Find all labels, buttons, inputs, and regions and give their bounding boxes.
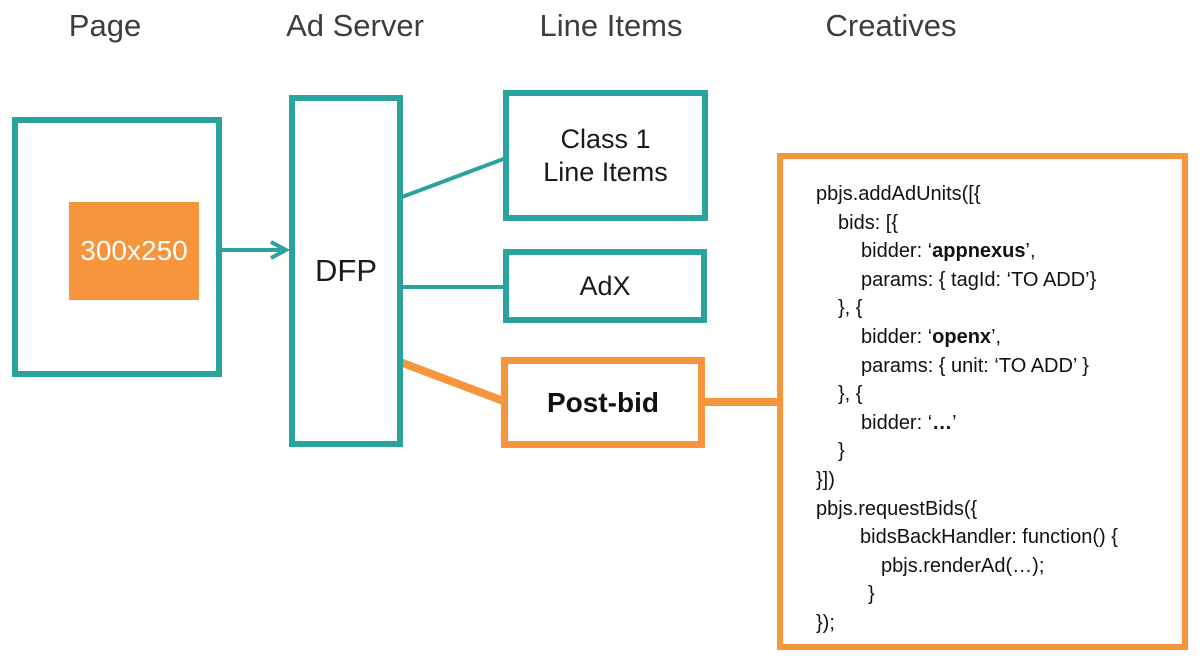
ad-slot-label: 300x250	[80, 235, 188, 266]
code-line: params: { tagId: ‘TO ADD’}	[861, 268, 1097, 291]
code-line: }, {	[838, 383, 863, 406]
code-line: bidder: ‘openx’,	[861, 325, 1002, 348]
code-line: pbjs.addAdUnits([{	[816, 183, 981, 205]
adx-box: AdX	[503, 249, 707, 323]
column-header-creatives: Creatives	[825, 8, 957, 43]
ad-slot-300x250: 300x250	[69, 202, 199, 300]
code-line: }	[838, 440, 845, 463]
connector-dfp-to-postbid	[398, 358, 508, 406]
code-line: bidder: ‘appnexus’,	[861, 240, 1036, 263]
dfp-label: DFP	[315, 253, 377, 288]
creatives-code-lines: pbjs.addAdUnits([{ bids: [{ bidder: ‘appne…	[783, 180, 1174, 638]
class1-label-line2: Line Items	[543, 156, 668, 187]
column-header-ad-server: Ad Server	[286, 8, 424, 43]
code-line: });	[816, 611, 835, 634]
creatives-code-box: pbjs.addAdUnits([{ bids: [{ bidder: ‘appne…	[777, 153, 1188, 650]
code-line: }	[868, 583, 875, 606]
code-line: bidder: ‘…’	[861, 411, 957, 434]
code-line: pbjs.requestBids({	[816, 497, 978, 520]
class1-label-line1: Class 1	[560, 123, 651, 154]
adx-label: AdX	[579, 270, 631, 301]
postbid-label: Post-bid	[547, 386, 659, 418]
connector-dfp-to-class1	[401, 156, 507, 199]
column-header-line-items: Line Items	[539, 8, 683, 43]
class1-label: Class 1 Line Items	[543, 123, 668, 189]
column-header-page: Page	[68, 8, 142, 43]
code-line: }])	[816, 468, 835, 491]
code-line: params: { unit: ‘TO ADD’ }	[861, 354, 1089, 377]
code-line: bids: [{	[838, 211, 899, 234]
arrow-right-icon	[270, 240, 291, 260]
dfp-box: DFP	[289, 95, 403, 447]
code-line: pbjs.renderAd(…);	[881, 554, 1045, 577]
class1-line-items-box: Class 1 Line Items	[503, 90, 708, 221]
postbid-box: Post-bid	[501, 357, 705, 448]
code-line: }, {	[838, 297, 863, 320]
code-line: bidsBackHandler: function() {	[860, 526, 1118, 549]
